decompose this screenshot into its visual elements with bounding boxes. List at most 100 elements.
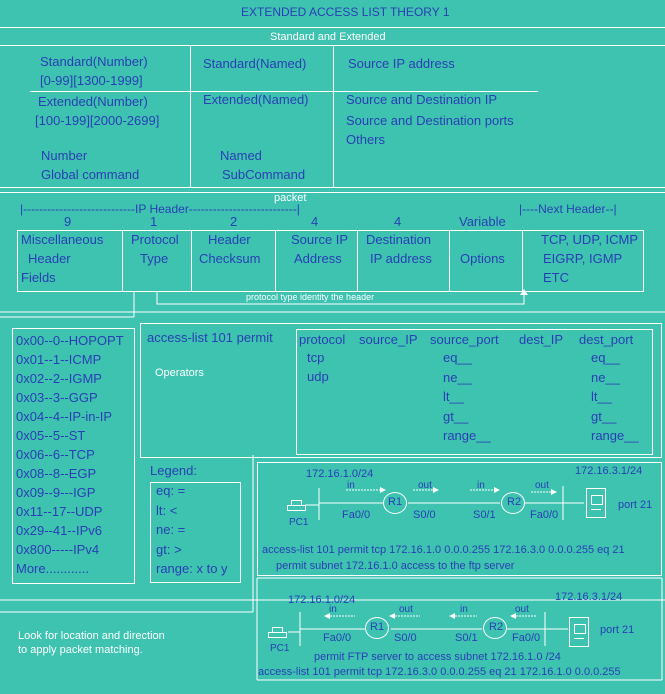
row-divider	[30, 91, 538, 92]
protocol-item: 0x04--4--IP-in-IP	[16, 409, 113, 424]
acl-fields-box	[296, 329, 653, 455]
acl-header-dest-port: dest_port	[579, 332, 634, 347]
acl-command: access-list 101 permit	[147, 330, 273, 345]
next-header-item: ETC	[543, 270, 569, 285]
field-divider	[122, 230, 123, 292]
acl-proto-option: udp	[307, 369, 329, 384]
operators-label: Operators	[155, 367, 204, 379]
field-divider	[191, 230, 192, 292]
field-divider	[449, 230, 450, 292]
field-destination-ip: Destination	[366, 232, 432, 247]
protocol-item: 0x06--6--TCP	[16, 447, 95, 462]
operator-item: gt__	[591, 408, 617, 424]
divider	[0, 45, 665, 46]
acl-proto-option: tcp	[307, 350, 325, 365]
protocol-item: 0x11--17--UDP	[16, 504, 103, 519]
acl-example-description: permit FTP server to access subnet 172.1…	[314, 651, 561, 663]
divider	[0, 192, 665, 193]
interface-label: Fa0/0	[512, 632, 541, 644]
operator-item: lt__	[591, 389, 612, 404]
number-scope: Global command	[41, 167, 140, 182]
operator-item: lt__	[443, 389, 464, 404]
identify-note: protocol type identity the header	[246, 292, 375, 302]
field-checksum: Checksum	[199, 251, 261, 266]
next-header-item: TCP, UDP, ICMP	[541, 232, 639, 247]
acl-example-line: access-list 101 permit tcp 172.16.3.0 0.…	[258, 666, 621, 678]
pc-label: PC1	[270, 643, 290, 654]
router-r2-label: R2	[507, 496, 522, 508]
direction-out: out	[418, 480, 432, 491]
protocol-item: 0x29--41--IPv6	[16, 523, 102, 538]
protocol-item: 0x09--9---IGP	[16, 485, 96, 500]
field-protocol: Type	[140, 251, 169, 266]
interface-label: S0/1	[455, 632, 478, 644]
server-address: 172.16.3.1/24	[555, 591, 623, 603]
direction-in: in	[347, 480, 355, 491]
protocol-list-box	[12, 328, 135, 584]
router-r1-label: R1	[370, 621, 385, 633]
protocol-item: 0x01--1--ICMP	[16, 352, 102, 367]
divider	[0, 27, 665, 28]
direction-out: out	[515, 604, 529, 615]
operator-item: ne__	[591, 369, 620, 385]
std-number-range: [0-99][1300-1999]	[40, 73, 143, 88]
operator-item: range__	[591, 428, 639, 443]
protocol-item: 0x05--5--ST	[16, 428, 86, 443]
legend-item: eq: =	[156, 483, 186, 498]
protocol-item: 0x02--2--IGMP	[16, 371, 102, 386]
interface-label: S0/1	[473, 509, 496, 521]
hint-line: to apply packet matching.	[18, 644, 143, 656]
field-source-ip: Address	[294, 251, 342, 266]
legend-box	[150, 482, 241, 583]
port-label: port 21	[618, 499, 653, 511]
server-address: 172.16.3.1/24	[575, 465, 643, 477]
hint-line: Look for location and direction	[18, 630, 165, 642]
network-scenario-1	[257, 462, 662, 576]
protocol-item: 0x00--0--HOPOPT	[16, 333, 124, 348]
acl-example-description: permit subnet 172.16.1.0 access to the f…	[276, 560, 515, 572]
acl-header-source-ip: source_IP	[359, 332, 418, 347]
field-size: 2	[230, 214, 238, 229]
interface-label: Fa0/0	[323, 632, 352, 644]
legend-item: range: x to y	[156, 561, 228, 576]
operator-item: eq__	[443, 350, 472, 365]
acl-example-line: access-list 101 permit tcp 172.16.1.0 0.…	[262, 544, 625, 556]
interface-label: S0/0	[413, 509, 436, 521]
source-network: 172.16.1.0/24	[306, 468, 374, 480]
legend-item: ne: =	[156, 522, 186, 537]
next-header-span: |----Next Header--|	[519, 202, 617, 216]
acl-header-protocol: protocol	[299, 332, 346, 347]
next-header-item: EIGRP, IGMP	[543, 251, 623, 266]
server-icon	[569, 617, 589, 647]
legend-title: Legend:	[150, 463, 197, 478]
direction-out: out	[399, 604, 413, 615]
direction-in: in	[329, 604, 337, 615]
acl-header-dest-ip: dest_IP	[519, 332, 564, 347]
field-misc: Miscellaneous	[21, 232, 104, 247]
field-size: 1	[150, 214, 158, 229]
router-icon	[501, 492, 525, 514]
page-title: EXTENDED ACCESS LIST THEORY 1	[241, 5, 450, 19]
protocol-item: 0x08--8--EGP	[16, 466, 97, 481]
protocol-item: More............	[16, 561, 89, 576]
divider	[0, 187, 665, 188]
interface-label: S0/0	[394, 632, 417, 644]
field-size: 4	[311, 214, 319, 229]
interface-label: Fa0/0	[530, 509, 559, 521]
packet-header-box	[17, 230, 644, 292]
pc-label: PC1	[289, 517, 309, 528]
field-protocol: Protocol	[131, 232, 179, 247]
direction-in: in	[477, 480, 485, 491]
router-r2-label: R2	[489, 621, 504, 633]
acl-header-source-port: source_port	[430, 332, 499, 347]
direction-in: in	[460, 604, 468, 615]
named-type: Named	[220, 148, 262, 163]
interface-label: Fa0/0	[342, 509, 371, 521]
router-icon	[383, 492, 407, 514]
compare-heading: Standard and Extended	[270, 31, 386, 43]
field-divider	[357, 230, 358, 292]
ext-description-ip: Source and Destination IP	[346, 92, 498, 107]
